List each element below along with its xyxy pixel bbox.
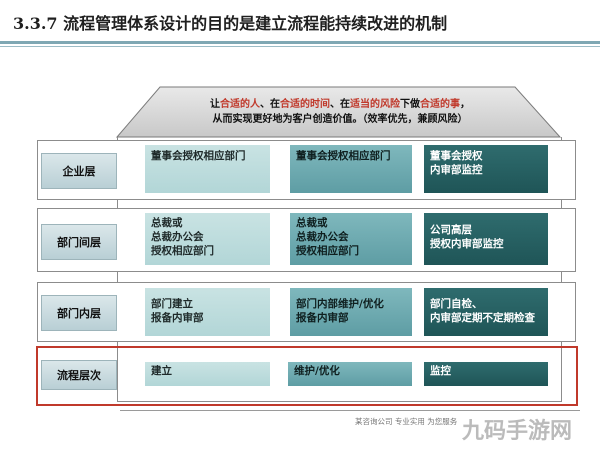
cell-process-establish: 建立 [145, 362, 270, 386]
cell-enterprise-monitor: 董事会授权 内审部监控 [424, 145, 548, 193]
roof-line-2: 从而实现更好地为客户创造价值。（效率优先，兼顾风险） [212, 114, 468, 125]
cell-inter-department-maintain: 总裁或 总裁办公会 授权相应部门 [290, 213, 412, 265]
roof-line-1: 让合适的人、在合适的时间、在适当的风险下做合适的事， [210, 99, 470, 110]
footer-company-text: 某咨询公司 专业实用 为您服务 [355, 417, 458, 426]
highlight-right-thing: 合适的事 [420, 99, 460, 110]
layer-label-enterprise: 企业层 [41, 153, 117, 189]
cell-inter-department-monitor: 公司高层 授权内审部监控 [424, 213, 548, 265]
highlight-right-time: 合适的时间 [280, 99, 330, 110]
cell-intra-department-maintain: 部门内部维护/优化 报备内审部 [290, 288, 412, 336]
title-rule [0, 41, 600, 44]
cell-process-monitor: 监控 [424, 362, 548, 386]
cell-enterprise-establish: 董事会授权相应部门 [145, 145, 270, 193]
cell-process-maintain: 维护/优化 [288, 362, 412, 386]
roof-text: 让合适的人、在合适的时间、在适当的风险下做合适的事， 从而实现更好地为客户创造价… [150, 97, 530, 127]
cell-intra-department-establish: 部门建立 报备内审部 [145, 288, 270, 336]
process-level-highlight [36, 346, 578, 406]
cell-inter-department-establish: 总裁或 总裁办公会 授权相应部门 [145, 213, 270, 265]
page-title: 3.3.7 流程管理体系设计的目的是建立流程能持续改进的机制 [13, 14, 448, 33]
footer-rule [120, 410, 580, 411]
title-rule-thin [0, 46, 600, 47]
watermark-logo: 九码手游网 [462, 419, 573, 444]
cell-enterprise-maintain: 董事会授权相应部门 [290, 145, 412, 193]
highlight-right-person: 合适的人 [220, 99, 260, 110]
cell-intra-department-monitor: 部门自检、 内审部定期不定期检查 [424, 288, 548, 336]
layer-label-process-level: 流程层次 [41, 360, 117, 390]
layer-label-intra-department: 部门内层 [41, 295, 117, 331]
layer-label-inter-department: 部门间层 [41, 224, 117, 260]
highlight-right-risk: 适当的风险 [350, 99, 400, 110]
